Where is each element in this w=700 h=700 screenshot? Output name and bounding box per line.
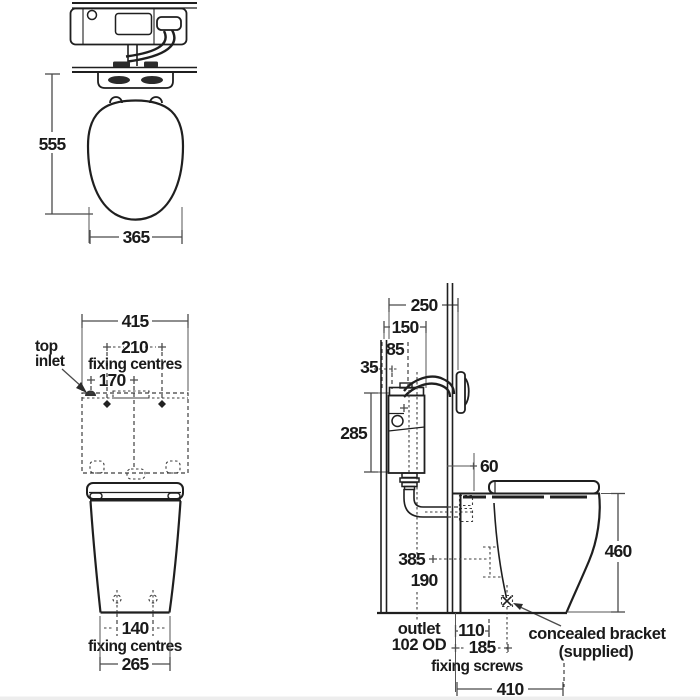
top-inlet-callout: top inlet: [35, 338, 96, 396]
outlet-label-2: 102 OD: [392, 636, 447, 654]
inlet-hose-side: [403, 375, 456, 395]
dim-85-label: 85: [386, 339, 405, 359]
dim-60: 60: [447, 453, 500, 491]
mounting-frame: [380, 340, 388, 613]
pan-side-right: [168, 500, 182, 613]
side-pan: [453, 480, 601, 613]
dim-460: 460: [567, 492, 635, 613]
dim-555-label: 555: [39, 134, 67, 154]
outlet-callout: outlet 102 OD: [392, 620, 447, 654]
inlet-hole-plan: [86, 9, 98, 21]
dim-210: 210 fixing centres: [88, 337, 182, 373]
dim-85: 85: [381, 339, 409, 391]
pan-front-profile: [565, 493, 601, 613]
dim-35: 35: [360, 357, 398, 389]
plan-pan: [86, 72, 185, 221]
dim-415: 415: [81, 311, 189, 391]
access-panel-plan: [114, 12, 153, 36]
dim-285-label: 285: [340, 423, 368, 443]
dim-365-label: 365: [123, 227, 151, 247]
outlet-label-1: outlet: [398, 620, 441, 638]
leader-arrow: [76, 382, 87, 393]
bracket-label-1: concealed bracket: [528, 625, 666, 643]
dim-415-label: 415: [122, 311, 150, 331]
dim-210-label: 210: [121, 337, 149, 357]
front-pan: [86, 482, 184, 614]
image-bottom-border: [0, 696, 700, 700]
dim-140-label: 140: [122, 618, 150, 638]
plan-wall: [72, 66, 197, 73]
dim-190-label: 190: [411, 570, 439, 590]
trapway-line: [493, 502, 508, 599]
seat-outline-plan: [86, 99, 185, 221]
fixing-screws-label: fixing screws: [431, 658, 523, 675]
side-view: 250 150 85 35 285: [340, 283, 667, 699]
plan-cistern: [69, 2, 197, 68]
dim-250: 250: [388, 295, 459, 370]
fixing-hole: [158, 400, 166, 408]
top-inlet-label-1: top: [35, 338, 58, 355]
fixing-centres-top-label: fixing centres: [88, 356, 182, 373]
valve-plan: [156, 16, 182, 31]
inlet-hose-plan: [127, 29, 176, 63]
dim-35-label: 35: [360, 357, 379, 377]
dim-385: 385: [398, 546, 503, 578]
hose-fitting: [113, 61, 130, 68]
front-hidden-cistern: [81, 390, 189, 480]
flush-pipe: [403, 489, 447, 518]
dim-150-label: 150: [392, 317, 420, 337]
dim-60-label: 60: [480, 456, 499, 476]
dim-460-label: 460: [605, 541, 633, 561]
dim-265: 265: [99, 616, 171, 674]
fixing-centres-bottom-label: fixing centres: [88, 638, 182, 655]
dim-410-label: 410: [497, 679, 525, 699]
wall-section: [446, 283, 454, 613]
flush-plate: [455, 371, 470, 414]
dim-365: 365: [88, 207, 183, 247]
hinge-cover: [141, 76, 163, 84]
bracket-callout: concealed bracket (supplied): [528, 625, 666, 661]
seat-lid-front: [86, 482, 184, 500]
pan-side-left: [89, 500, 102, 613]
dim-185-label: 185: [469, 637, 497, 657]
seat-lid-side: [488, 480, 600, 495]
dim-140: 140 fixing centres: [88, 613, 182, 655]
dim-150: 150: [383, 317, 427, 388]
dim-110-label: 110: [458, 620, 485, 640]
dim-555: 555: [37, 73, 93, 215]
front-view: 415 210 fixing centres 170 top inlet: [35, 311, 189, 674]
below-floor-dims: 110 185 fixing screws 410: [431, 613, 565, 699]
top-inlet-label-2: inlet: [35, 353, 65, 370]
dim-385-label: 385: [398, 549, 426, 569]
hinge-cover: [108, 76, 130, 84]
dim-170-label: 170: [99, 370, 127, 390]
dim-170: 170: [87, 352, 163, 470]
hose-fitting: [144, 61, 158, 68]
dim-250-label: 250: [411, 295, 439, 315]
fixing-hole: [103, 400, 111, 408]
dim-265-label: 265: [122, 654, 150, 674]
leader-arrow: [513, 603, 523, 610]
plan-view: 555 365: [37, 2, 197, 247]
bracket-label-2: (supplied): [559, 643, 634, 661]
concealed-bracket-mark: [500, 585, 562, 653]
